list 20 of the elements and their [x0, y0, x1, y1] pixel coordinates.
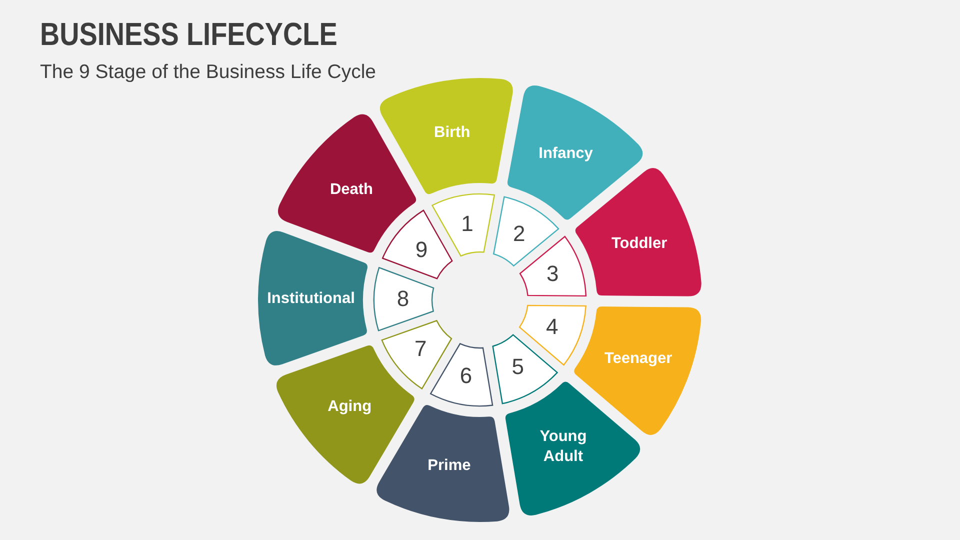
stage-label: Birth [434, 123, 470, 144]
stage-number: 7 [414, 336, 427, 362]
stage-number: 6 [460, 362, 472, 389]
stage-label: Young Adult [538, 427, 588, 468]
stage-label: Aging [328, 397, 372, 418]
stage-number: 3 [546, 261, 559, 288]
subtitle: The 9 Stage of the Business Life Cycle [40, 60, 376, 84]
stage-label: Institutional [267, 288, 355, 309]
stage-number: 4 [546, 314, 558, 340]
stage-number: 8 [396, 286, 410, 312]
stage-label: Teenager [604, 349, 672, 370]
stage-label: Death [330, 180, 374, 200]
title: BUSINESS LIFECYCLE [40, 16, 338, 52]
stage-number: 5 [512, 354, 524, 380]
stage-label: Prime [428, 456, 471, 476]
stage-number: 9 [415, 236, 428, 263]
stage-label: Infancy [538, 144, 593, 164]
stage-number: 1 [461, 211, 474, 238]
stage-number: 2 [512, 220, 526, 247]
stage-label: Toddler [611, 234, 668, 254]
